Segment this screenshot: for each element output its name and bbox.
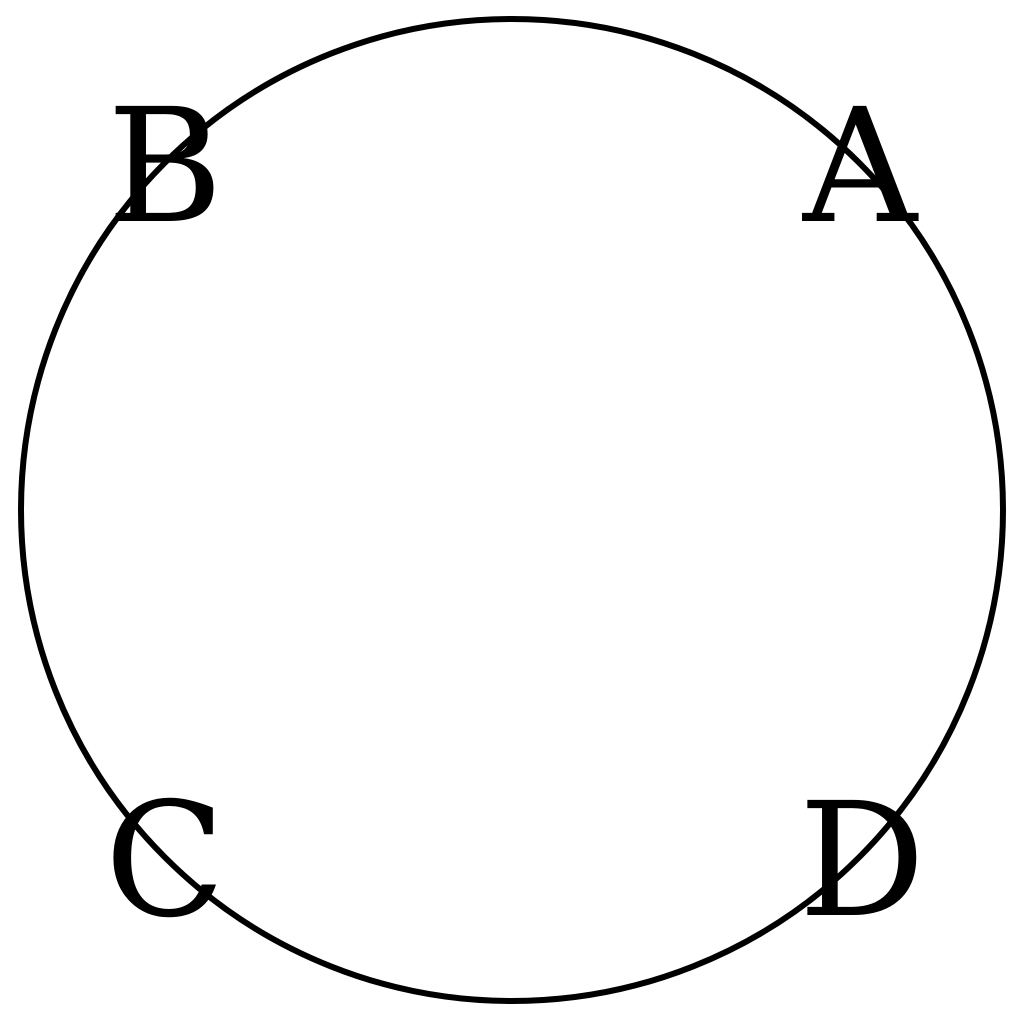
label-b: B xyxy=(107,75,223,259)
circle-outline xyxy=(18,16,1006,1004)
label-d: D xyxy=(799,769,926,953)
label-a: A xyxy=(802,75,919,259)
label-c: C xyxy=(105,769,226,953)
